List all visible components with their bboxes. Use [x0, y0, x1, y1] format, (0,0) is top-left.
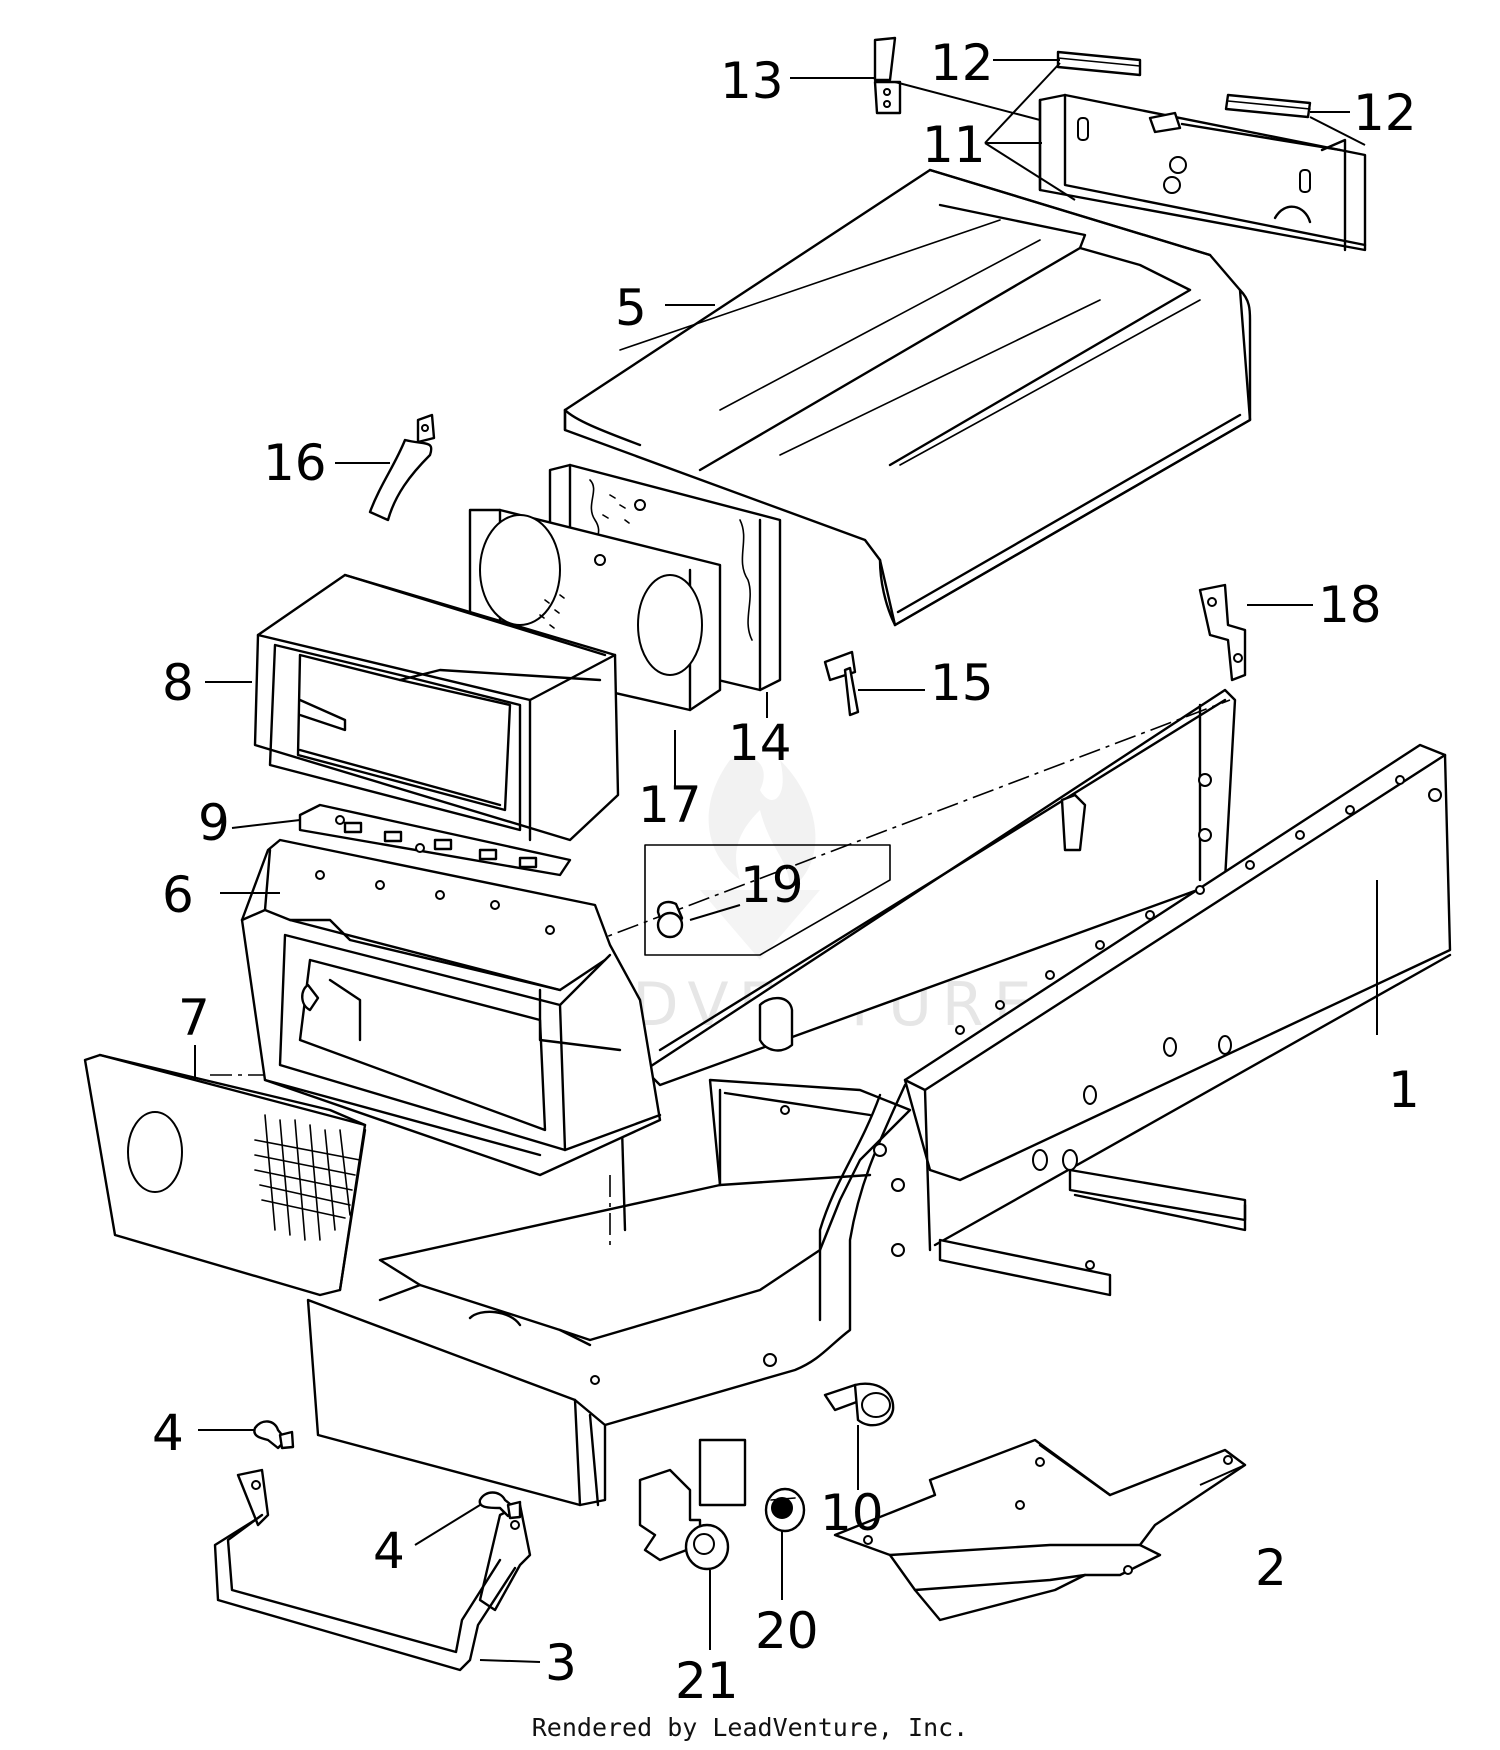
- callout-9: 9: [198, 794, 230, 852]
- callout-20: 20: [755, 1602, 819, 1660]
- callout-2: 2: [1255, 1539, 1287, 1597]
- callout-4-right: 4: [373, 1522, 405, 1580]
- part-10-bolt: [823, 1382, 895, 1427]
- footer-credit: Rendered by LeadVenture, Inc.: [531, 1713, 969, 1742]
- part-15-pin: [823, 650, 860, 717]
- part-6-grille-housing: [240, 838, 662, 1177]
- part-16-clip: [368, 413, 436, 522]
- part-20-grommet: [764, 1487, 806, 1533]
- callout-16: 16: [263, 434, 327, 492]
- callout-12-left: 12: [930, 34, 994, 92]
- callout-18: 18: [1318, 576, 1382, 634]
- part-7-front-panel: [83, 1053, 367, 1297]
- part-11-rear-bracket: [1038, 93, 1367, 252]
- callout-5: 5: [615, 279, 647, 337]
- leader-lines: [194, 59, 1378, 1663]
- callout-11: 11: [922, 116, 986, 174]
- callout-8: 8: [162, 654, 194, 712]
- callout-13: 13: [720, 52, 784, 110]
- part-12-pad-left: [1056, 50, 1142, 77]
- callout-17: 17: [638, 776, 702, 834]
- part-18-bracket: [1198, 583, 1247, 682]
- part-7-crosshatch: [254, 1114, 361, 1241]
- part-4-clip-left: [253, 1420, 295, 1450]
- part-9-hinge: [298, 803, 572, 877]
- callout-4-left: 4: [152, 1404, 184, 1462]
- callout-1: 1: [1388, 1061, 1420, 1119]
- callout-10: 10: [820, 1484, 884, 1542]
- callout-7: 7: [178, 989, 210, 1047]
- part-19-inset-box: [644, 844, 891, 956]
- callout-12-right: 12: [1353, 84, 1417, 142]
- part-5-hood: [563, 168, 1252, 627]
- part-4-clip-right: [478, 1491, 522, 1520]
- callout-19: 19: [740, 856, 804, 914]
- callout-3: 3: [545, 1634, 577, 1692]
- callout-14: 14: [728, 714, 792, 772]
- callout-21: 21: [675, 1652, 739, 1710]
- part-13-clip: [873, 36, 902, 115]
- callout-labels: 1 2 3 4 4 5 6 7 8 9 10 11 12 12 13 14 15…: [152, 34, 1420, 1710]
- part-8-headlight-frame: [253, 573, 620, 842]
- callout-6: 6: [162, 866, 194, 924]
- part-21-grommet: [684, 1523, 730, 1571]
- part-12-pad-right: [1224, 93, 1312, 119]
- part-3-bumper-bar: [213, 1468, 532, 1672]
- callout-15: 15: [930, 654, 994, 712]
- part-2-skid-plate: [833, 1438, 1247, 1622]
- part-1-frame: [306, 688, 1452, 1562]
